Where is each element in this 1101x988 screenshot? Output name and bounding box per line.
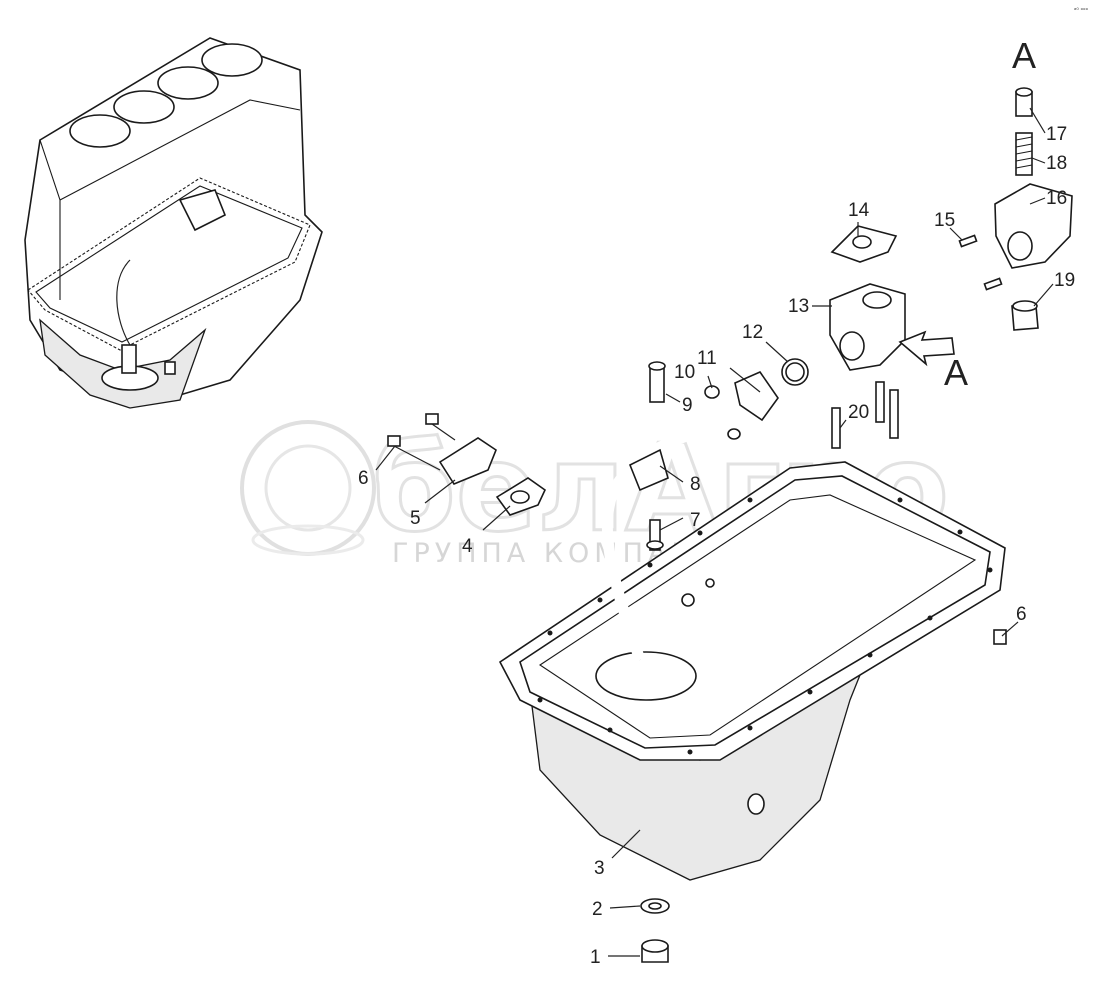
- callout-3: 3: [594, 858, 605, 879]
- leader-lines: [375, 107, 1054, 957]
- small-parts-left: [387, 358, 1007, 645]
- callout-labels: 1 2 3 4 5 6 6 7 8 9 10 11 12 13 14 15 16…: [358, 124, 1075, 968]
- callout-6-left: 6: [358, 468, 369, 489]
- callout-2: 2: [592, 899, 603, 920]
- callout-17: 17: [1046, 124, 1067, 145]
- oil-pickup-tube: [601, 371, 779, 662]
- drain-plug-assembly: [640, 898, 670, 963]
- callout-10: 10: [674, 362, 695, 383]
- pin-15: [958, 234, 978, 248]
- oil-pan: [498, 461, 1006, 881]
- flange-bolt-holes: [537, 497, 993, 755]
- relief-valve-assembly: [829, 87, 1073, 449]
- cylinder-bore-2: [113, 90, 175, 124]
- callout-6-right: 6: [1016, 604, 1027, 625]
- callout-9: 9: [682, 395, 693, 416]
- bolt-6-left-2: [425, 413, 456, 441]
- callout-16: 16: [1046, 188, 1067, 209]
- bolt-6-right: [993, 629, 1007, 645]
- callout-15: 15: [934, 210, 955, 231]
- callout-20: 20: [848, 402, 869, 423]
- callout-4: 4: [462, 536, 473, 557]
- watermark-logo: [240, 420, 376, 556]
- callout-12: 12: [742, 322, 763, 343]
- cylinder-bore-1: [69, 114, 131, 148]
- view-label-top: A: [1012, 35, 1036, 76]
- callout-11: 11: [697, 348, 717, 369]
- callout-13: 13: [788, 296, 809, 317]
- cover-plate-5: [438, 437, 497, 485]
- callout-7: 7: [690, 510, 701, 531]
- cylinder-bore-4: [201, 43, 263, 77]
- bolt-6-left: [387, 435, 441, 471]
- callout-1: 1: [590, 947, 601, 968]
- washer-10: [704, 385, 720, 399]
- engine-block-overview: [24, 37, 323, 409]
- view-arrow-A: [898, 330, 955, 367]
- callout-8: 8: [690, 474, 701, 495]
- callout-5: 5: [410, 508, 421, 529]
- callout-18: 18: [1046, 153, 1067, 174]
- view-label-arrow: A: [944, 352, 968, 393]
- callout-19: 19: [1054, 270, 1075, 291]
- corner-mark: ᵃ⁰ ᵒᵒᵒ: [1074, 7, 1089, 14]
- spring-18: [1015, 132, 1033, 176]
- bolt-7: [649, 519, 661, 551]
- bolts-20: [831, 381, 899, 449]
- valve-17: [1015, 87, 1033, 117]
- bolt-9: [648, 361, 666, 403]
- callout-14: 14: [848, 200, 870, 221]
- cylinder-bore-3: [157, 66, 219, 100]
